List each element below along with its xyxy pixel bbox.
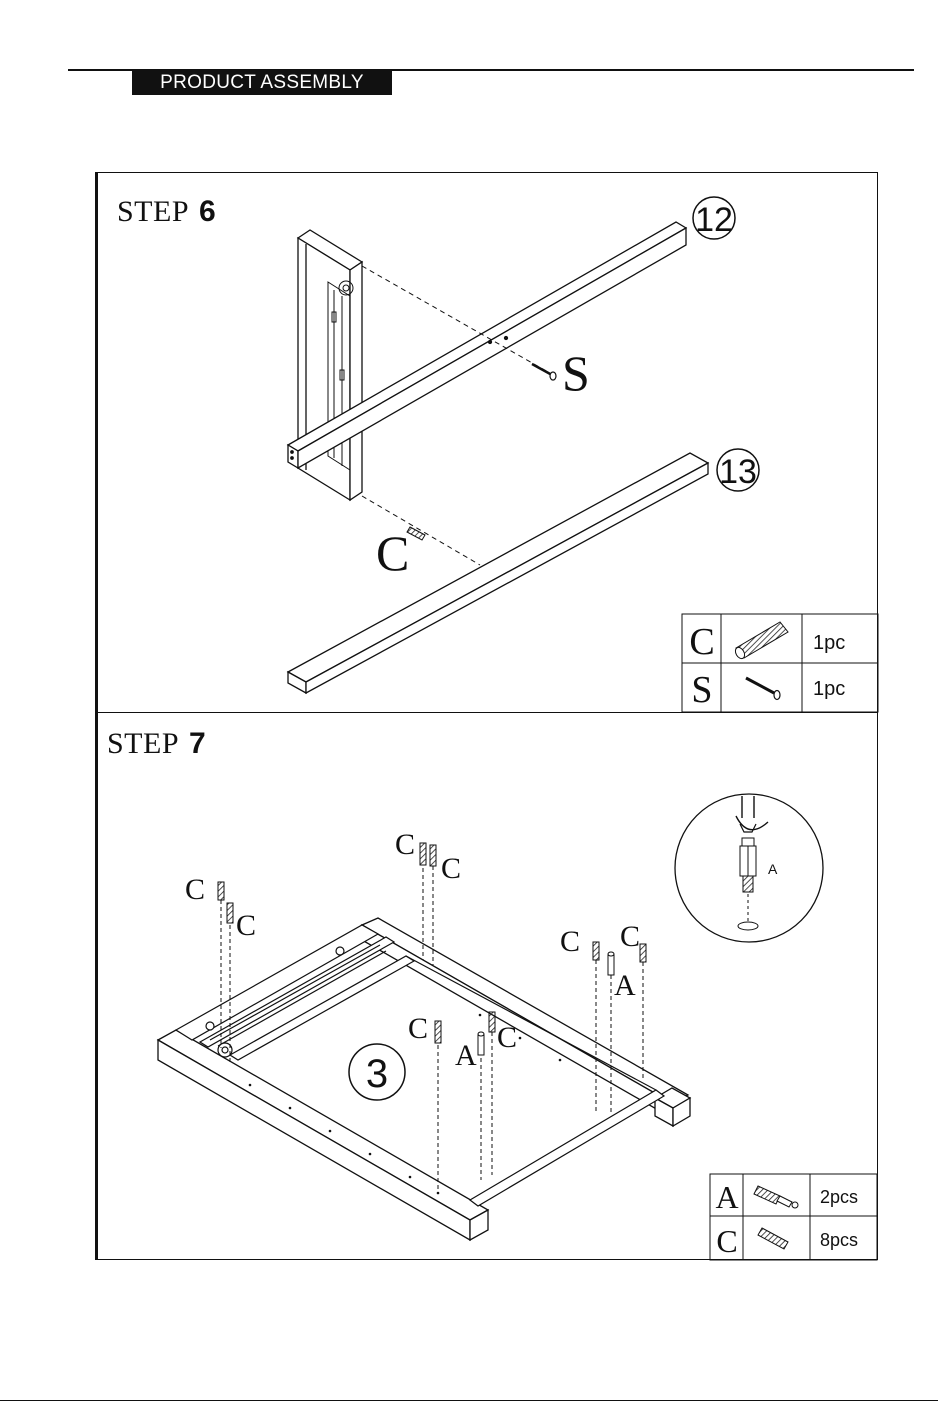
part-marker-13: 13 [717,449,759,491]
cam-bolt-icon [754,1186,798,1208]
detail-label: A [768,861,778,877]
dowels-step7 [218,843,646,1043]
callout-dowel-label: C [376,525,409,581]
step6-table-code-1: C [689,621,714,663]
footer-rule [0,1400,938,1401]
screw-icon [746,678,780,700]
part-number-13: 13 [719,453,757,491]
callout-c-7: C [560,925,580,958]
step7-table-qty-2: 8pcs [820,1230,858,1250]
part-marker-3: 3 [349,1044,405,1100]
callout-a-2: A [614,969,636,1002]
callout-c-2: C [236,909,256,942]
callout-c-5: C [408,1012,428,1045]
dowel-icon [758,1228,788,1249]
dowel-icon [734,622,788,660]
callout-c-6: C [497,1021,517,1054]
step6-table-qty-1: 1pc [813,632,845,654]
step7-table-code-1: A [715,1179,738,1215]
dowel-c [407,527,425,540]
screw-s [532,364,556,380]
step7-table-code-2: C [716,1223,737,1259]
callout-c-4: C [441,852,461,885]
callout-screw-label: S [562,345,590,401]
step6-table-code-2: S [691,669,712,711]
callout-c-8: C [620,920,640,953]
part-number-3: 3 [366,1052,388,1096]
callout-a-1: A [455,1039,477,1072]
step6-table-qty-2: 1pc [813,678,845,700]
part-marker-12: 12 [693,197,735,239]
callout-c-3: C [395,828,415,861]
callout-c-1: C [185,873,205,906]
part-number-12: 12 [695,201,733,239]
step7-table-qty-1: 2pcs [820,1187,858,1207]
detail-circle: A [675,794,823,942]
